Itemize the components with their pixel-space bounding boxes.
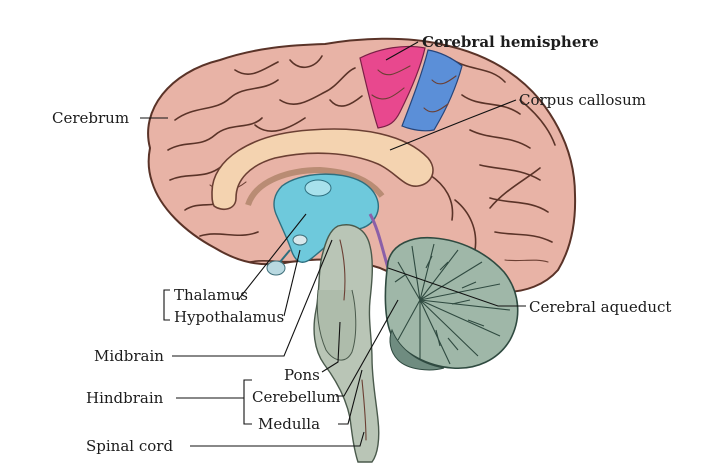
optic-chiasm [292, 234, 308, 246]
label-hindbrain: Hindbrain [86, 389, 164, 407]
label-hypothalamus: Hypothalamus [174, 308, 284, 326]
pituitary-gland [266, 260, 286, 276]
label-spinal-cord: Spinal cord [86, 437, 173, 455]
fornix-arc [245, 166, 385, 207]
cerebrum-shape [147, 37, 577, 293]
label-medulla: Medulla [258, 415, 320, 433]
label-midbrain: Midbrain [94, 347, 164, 365]
corpus-callosum-shape [211, 128, 434, 211]
label-cerebrum: Cerebrum [52, 109, 129, 127]
cerebral-hemisphere-blue [401, 49, 463, 132]
label-pons: Pons [284, 366, 320, 384]
label-thalamus: Thalamus [174, 286, 248, 304]
thalamus-mass [304, 179, 332, 197]
cerebellum-group [384, 236, 519, 371]
label-cerebellum: Cerebellum [252, 388, 340, 406]
pons-bulge [316, 289, 357, 361]
label-cerebral-hemisphere: Cerebral hemisphere [422, 33, 599, 51]
label-corpus-callosum: Corpus callosum [519, 91, 646, 109]
label-cerebral-aqueduct: Cerebral aqueduct [529, 298, 671, 316]
leader-lines [140, 41, 526, 447]
